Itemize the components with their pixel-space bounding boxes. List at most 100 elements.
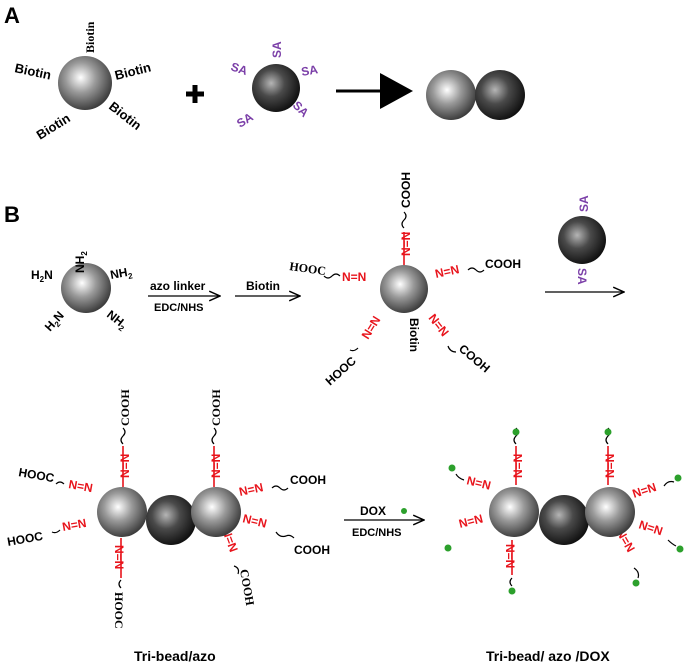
tri-right-cooh-down: COOH [237, 568, 257, 607]
h2n-lower-left: H2N [42, 308, 68, 335]
plus-sign [186, 85, 204, 103]
tri-left-azo-ll: N=N [61, 516, 87, 534]
dox-left-azo-up: N=N [511, 454, 525, 478]
tri-right-light-bead [191, 487, 241, 537]
dox-star-icon [508, 587, 516, 595]
biotin-label-top: Biotin [83, 21, 97, 53]
cooh-right: COOH [485, 257, 521, 271]
chain-up [401, 211, 407, 229]
tri-left-chain-up [120, 427, 126, 445]
biotin-step-label: Biotin [246, 279, 280, 293]
tri-right-cooh-up: COOH [209, 389, 223, 426]
dox-star-icon [676, 545, 684, 553]
tri-right-chain-up [211, 427, 217, 445]
dox-star-icon [401, 508, 407, 514]
dox-right-azo-lr: N=N [637, 518, 664, 539]
h2n-left: H2N [31, 268, 53, 284]
azo-bead [380, 265, 428, 313]
dox-left-chain-down [509, 577, 513, 587]
tri-left-azo-down: N=N [112, 545, 126, 569]
dox-star-icon [632, 579, 640, 587]
dox-left-chain-ul [455, 473, 465, 481]
azo-lower-right: N=N [426, 311, 452, 339]
tri-right-chain-ur [271, 485, 289, 491]
hooc-lower-left: HOOC [323, 354, 359, 389]
biotin-bead [58, 56, 112, 110]
tri-right-azo-up: N=N [209, 454, 223, 478]
azo-bead-group: N=N COOH N=N HOOC N=N COOH N=N HOOC Biot… [289, 172, 521, 388]
tri-left-hooc-down: HOOC [112, 592, 126, 629]
biotin-label-left: Biotin [13, 60, 52, 82]
cooh-lower-right: COOH [456, 342, 493, 376]
dox-star-icon [512, 428, 520, 436]
tri-left-hooc-ll: HOOC [6, 529, 44, 549]
tri-right-chain-down [233, 565, 240, 575]
dox-star-icon [604, 428, 612, 436]
tri-right-azo-ur: N=N [238, 480, 265, 499]
dox-right-azo-up: N=N [603, 454, 617, 478]
panel-b-label: B [4, 202, 20, 227]
dox-label: DOX [360, 504, 386, 518]
azo-left: N=N [342, 270, 366, 284]
dox-left-azo-ul: N=N [465, 473, 492, 492]
biotin-label-lower-right: Biotin [106, 99, 144, 134]
hooc-left: HOOC [289, 259, 327, 278]
tri-right-azo-lr: N=N [241, 511, 268, 530]
tri-right-cooh-lr: COOH [294, 543, 330, 557]
sa-top-b: SA [577, 195, 591, 212]
panel-a-label: A [4, 3, 20, 28]
biotin-on-bead: Biotin [407, 318, 421, 352]
tri-left-hooc-ul: HOOC [17, 465, 55, 485]
tri-bead-azo-dox: N=N N=N N=N N=N N=N N=N N=N N=N [444, 427, 684, 595]
dox-right-chain-lr [667, 539, 677, 547]
dox-center-dark-bead [539, 495, 589, 545]
sa-label-top: SA [270, 41, 284, 58]
sa-bead [252, 64, 300, 112]
tri-left-azo-up: N=N [118, 454, 132, 478]
tri-left-chain-ll [51, 529, 61, 534]
dox-right-light-bead [585, 487, 635, 537]
tri-bead-azo: N=N COOH N=N HOOC N=N HOOC N=N HOOC N=N … [6, 389, 330, 629]
tri-right-cooh-ur: COOH [290, 473, 326, 487]
caption-tri-bead-azo-dox: Tri-bead/ azo /DOX [486, 648, 610, 664]
dox-left-light-bead [489, 487, 539, 537]
dox-left-azo-down: N=N [503, 544, 517, 568]
dox-right-azo-ur: N=N [631, 480, 658, 501]
azo-right: N=N [434, 262, 461, 281]
biotin-label-lower-left: Biotin [34, 110, 73, 142]
dox-right-chain-ur [663, 480, 675, 487]
sa-label-left: SA [229, 60, 249, 79]
edc-nhs-label-1: EDC/NHS [154, 302, 204, 314]
sa-bead-b [558, 216, 606, 264]
nh2-lower-right: NH2 [103, 307, 130, 333]
sa-label-right: SA [300, 62, 319, 79]
dox-star-icon [448, 464, 456, 472]
product-light-bead [426, 70, 476, 120]
cooh-up: COOH [399, 172, 413, 208]
tri-left-chain-down [118, 579, 122, 589]
chain-right [467, 267, 485, 273]
caption-tri-bead-azo: Tri-bead/azo [134, 648, 216, 664]
amine-bead [61, 263, 111, 313]
product-dark-bead [475, 70, 525, 120]
nh2-top: NH2 [73, 251, 89, 273]
azo-up: N=N [399, 232, 413, 256]
azo-linker-label: azo linker [150, 279, 206, 293]
tri-right-chain-lr [275, 531, 295, 539]
tri-left-azo-ul: N=N [67, 477, 93, 495]
dox-star-icon [674, 474, 682, 482]
sa-label-lower-left: SA [234, 110, 256, 131]
biotin-label-right: Biotin [113, 59, 152, 82]
tri-center-dark-bead [146, 495, 196, 545]
tri-left-cooh-up: COOH [118, 389, 132, 426]
tri-left-chain-ul [55, 481, 65, 485]
tri-left-light-bead [97, 487, 147, 537]
chain-lower-left [349, 347, 359, 352]
chain-lower-right [447, 345, 457, 353]
sa-bottom-b: SA [575, 268, 589, 285]
azo-lower-left: N=N [359, 314, 384, 342]
edc-nhs-label-2: EDC/NHS [352, 527, 402, 539]
dox-star-icon [444, 544, 452, 552]
